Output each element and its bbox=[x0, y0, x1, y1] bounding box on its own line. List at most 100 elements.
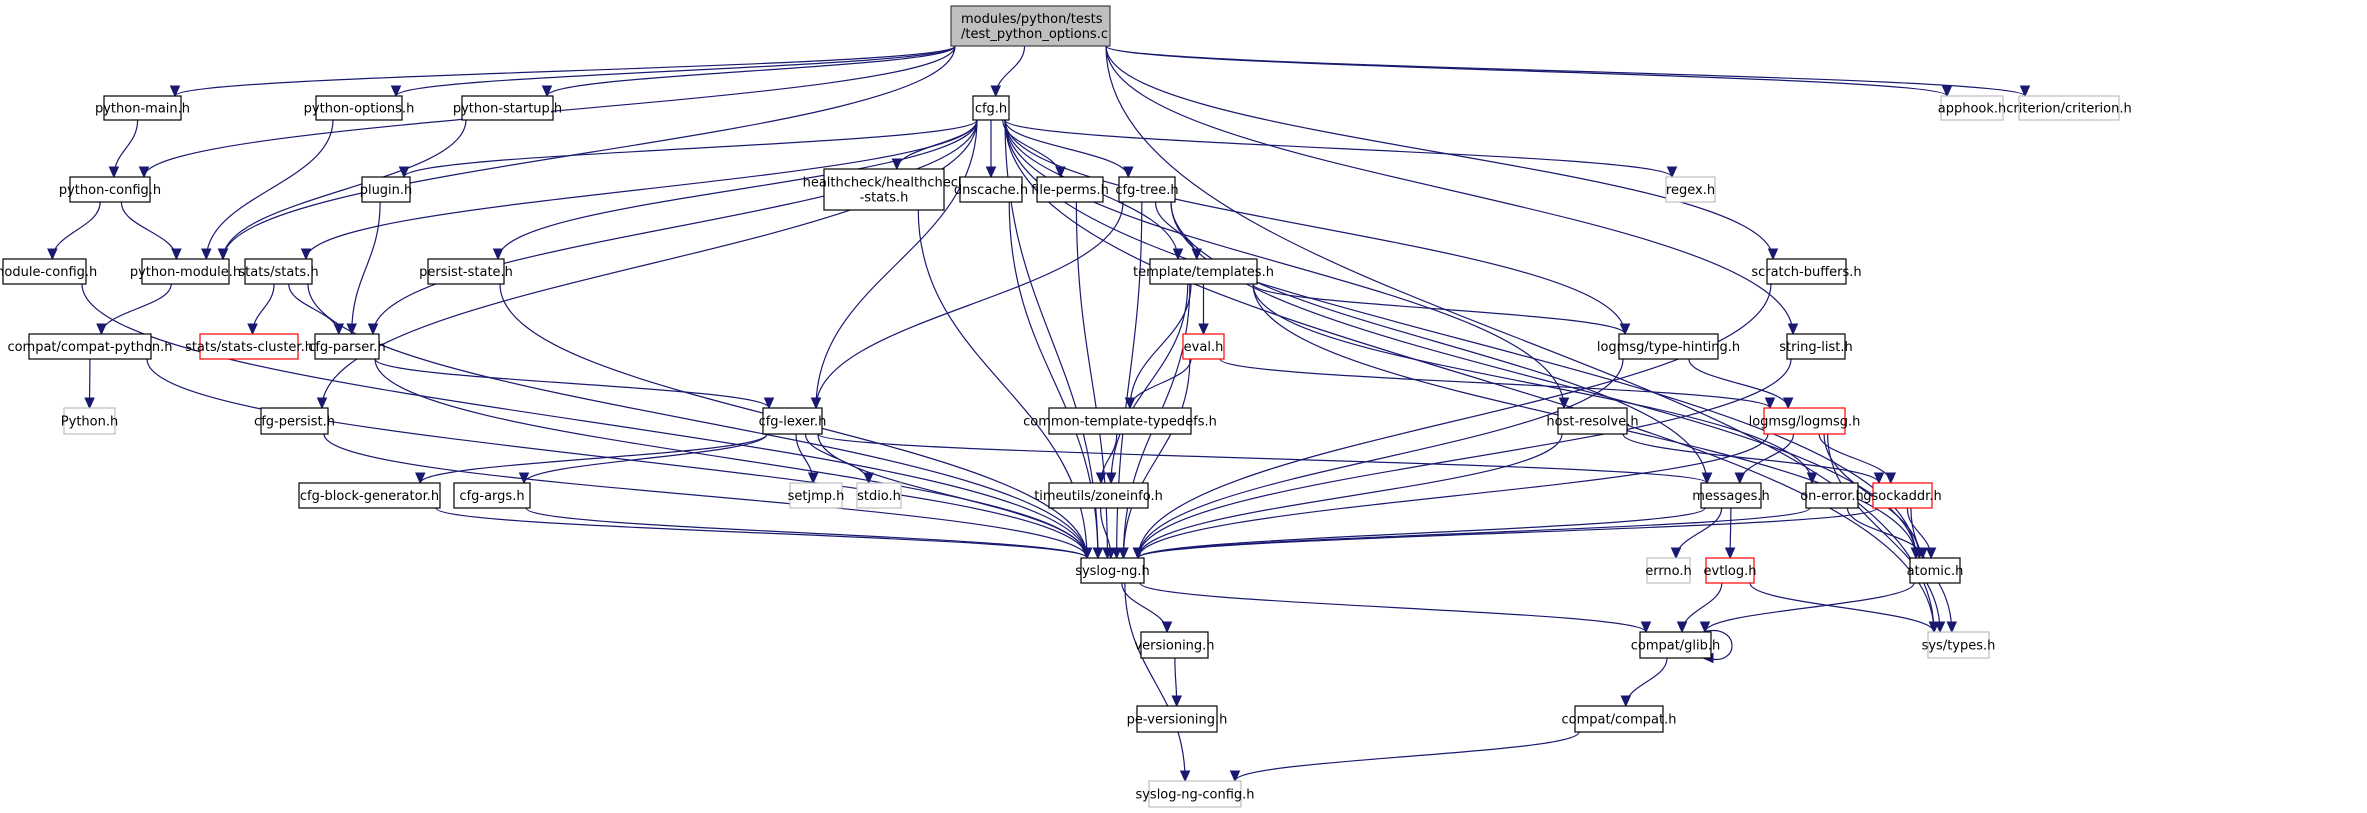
edges-layer bbox=[47, 45, 2031, 783]
node-box bbox=[1080, 557, 1145, 584]
node-python-config[interactable]: python-config.h bbox=[59, 176, 161, 203]
node-stats[interactable]: stats/stats.h bbox=[238, 258, 319, 285]
node-box bbox=[1700, 482, 1762, 509]
node-zoneinfo[interactable]: timeutils/zoneinfo.h bbox=[1034, 482, 1163, 509]
node-host-resolve[interactable]: host-resolve.h bbox=[1546, 407, 1639, 435]
node-stdio[interactable]: stdio.h bbox=[856, 482, 902, 509]
node-stats-cluster[interactable]: stats/stats-cluster.h bbox=[185, 333, 313, 360]
node-gsockaddr[interactable]: gsockaddr.h bbox=[1863, 482, 1942, 509]
node-label: syslog-ng-config.h bbox=[1135, 788, 1254, 803]
node-versioning[interactable]: versioning.h bbox=[1134, 631, 1215, 659]
node-label: Python.h bbox=[61, 415, 118, 430]
node-sys-types[interactable]: sys/types.h bbox=[1922, 631, 1996, 659]
edge-root-to-sys-types bbox=[1105, 45, 1935, 633]
node-compat-compat[interactable]: compat/compat.h bbox=[1562, 705, 1677, 733]
node-box bbox=[63, 407, 116, 435]
node-common-template[interactable]: common-template-typedefs.h bbox=[1023, 407, 1217, 435]
node-cfg-args[interactable]: cfg-args.h bbox=[453, 482, 531, 509]
node-root[interactable]: modules/python/tests/test_python_options… bbox=[950, 5, 1111, 47]
node-evtlog[interactable]: evtlog.h bbox=[1704, 557, 1757, 584]
node-python-startup[interactable]: python-startup.h bbox=[453, 95, 562, 121]
edge-stats-to-syslog-ng bbox=[307, 283, 1088, 559]
node-cfg-tree[interactable]: cfg-tree.h bbox=[1115, 176, 1179, 203]
node-templates[interactable]: template/templates.h bbox=[1133, 258, 1274, 285]
node-label: cfg.h bbox=[975, 102, 1007, 117]
edge-cfg-tree-to-cfg-lexer bbox=[815, 201, 1124, 409]
arrowhead-icon bbox=[1123, 166, 1134, 179]
node-atomic[interactable]: atomic.h bbox=[1907, 557, 1964, 584]
node-glib[interactable]: compat/glib.h bbox=[1631, 631, 1721, 659]
node-cfg-parser[interactable]: cfg-parser.h bbox=[308, 333, 386, 360]
node-plugin[interactable]: plugin.h bbox=[360, 176, 413, 203]
edge-atomic-to-glib bbox=[1704, 582, 1915, 633]
node-regex[interactable]: regex.h bbox=[1665, 176, 1716, 203]
arrowhead-icon bbox=[1124, 397, 1136, 410]
node-scratch-buffers[interactable]: scratch-buffers.h bbox=[1751, 258, 1862, 285]
node-box bbox=[103, 95, 182, 121]
node-label: errno.h bbox=[1645, 564, 1692, 579]
arrowhead-icon bbox=[1081, 547, 1093, 560]
node-string-list[interactable]: string-list.h bbox=[1779, 333, 1853, 360]
node-box bbox=[1872, 482, 1933, 509]
edge-syslog-ng-to-glib bbox=[1139, 582, 1647, 633]
node-box bbox=[1763, 407, 1846, 435]
node-label: gsockaddr.h bbox=[1863, 489, 1941, 504]
edge-python-config-to-python-module bbox=[120, 201, 178, 260]
node-pe-versioning[interactable]: pe-versioning.h bbox=[1127, 705, 1228, 733]
node-box bbox=[1136, 705, 1218, 733]
node-eval[interactable]: eval.h bbox=[1182, 333, 1225, 360]
node-module-config[interactable]: module-config.h bbox=[0, 258, 97, 285]
node-box bbox=[1927, 631, 1990, 659]
node-messages[interactable]: messages.h bbox=[1692, 482, 1770, 509]
node-python-options[interactable]: python-options.h bbox=[304, 95, 415, 121]
node-label: stats/stats-cluster.h bbox=[185, 340, 313, 355]
node-apphook[interactable]: apphook.h bbox=[1938, 95, 2007, 121]
node-cfg-lexer[interactable]: cfg-lexer.h bbox=[759, 407, 827, 435]
edge-cfg-to-cfg-parser bbox=[372, 119, 978, 335]
node-syslog-ng-config[interactable]: syslog-ng-config.h bbox=[1135, 780, 1255, 808]
arrowhead-icon bbox=[1873, 472, 1885, 485]
node-cfg[interactable]: cfg.h bbox=[972, 95, 1010, 121]
arrowhead-icon bbox=[217, 248, 229, 261]
arrowhead-icon bbox=[1620, 695, 1632, 708]
node-healthcheck[interactable]: healthcheck/healthcheck-stats.h bbox=[803, 168, 966, 211]
node-box bbox=[2, 258, 87, 285]
edge-root-to-python-main bbox=[174, 45, 956, 97]
node-python-main[interactable]: python-main.h bbox=[95, 95, 190, 121]
node-cfg-persist[interactable]: cfg-persist.h bbox=[254, 407, 335, 435]
node-logmsg[interactable]: logmsg/logmsg.h bbox=[1749, 407, 1861, 435]
node-cfg-block-gen[interactable]: cfg-block-generator.h bbox=[298, 482, 441, 509]
node-label: pe-versioning.h bbox=[1127, 713, 1228, 728]
node-box bbox=[950, 5, 1111, 47]
node-on-error[interactable]: on-error.h bbox=[1800, 482, 1864, 509]
node-python-h[interactable]: Python.h bbox=[61, 407, 118, 435]
node-box bbox=[298, 482, 441, 509]
node-label: criterion/criterion.h bbox=[2006, 102, 2131, 117]
node-label: scratch-buffers.h bbox=[1751, 265, 1861, 280]
node-dnscache[interactable]: dnscache.h bbox=[954, 176, 1028, 203]
edge-cfg-lexer-to-messages bbox=[817, 433, 1708, 484]
node-file-perms[interactable]: file-perms.h bbox=[1031, 176, 1109, 203]
edge-cfg-to-plugin bbox=[403, 119, 978, 178]
edge-glib-to-compat-compat bbox=[1625, 657, 1668, 707]
edge-root-to-scratch-buffers bbox=[1105, 45, 1774, 260]
node-label: stats/stats.h bbox=[238, 265, 318, 280]
node-syslog-ng[interactable]: syslog-ng.h bbox=[1075, 557, 1150, 584]
node-box bbox=[2018, 95, 2120, 121]
node-criterion[interactable]: criterion/criterion.h bbox=[2006, 95, 2132, 121]
node-persist-state[interactable]: persist-state.h bbox=[419, 258, 513, 285]
node-setjmp[interactable]: setjmp.h bbox=[788, 482, 845, 509]
arrowhead-icon bbox=[398, 166, 410, 179]
node-label: syslog-ng.h bbox=[1075, 564, 1150, 579]
arrowhead-icon bbox=[1105, 547, 1117, 560]
node-label: cfg-persist.h bbox=[254, 415, 335, 430]
arrowhead-icon bbox=[1619, 323, 1631, 336]
node-box bbox=[1940, 95, 2004, 121]
node-box bbox=[361, 176, 411, 203]
node-type-hinting[interactable]: logmsg/type-hinting.h bbox=[1597, 333, 1740, 360]
node-errno[interactable]: errno.h bbox=[1645, 557, 1692, 584]
node-python-module[interactable]: python-module.h bbox=[130, 258, 241, 285]
node-label: cfg-block-generator.h bbox=[300, 489, 439, 504]
node-label: string-list.h bbox=[1779, 340, 1852, 355]
node-compat-python[interactable]: compat/compat-python.h bbox=[7, 333, 173, 360]
